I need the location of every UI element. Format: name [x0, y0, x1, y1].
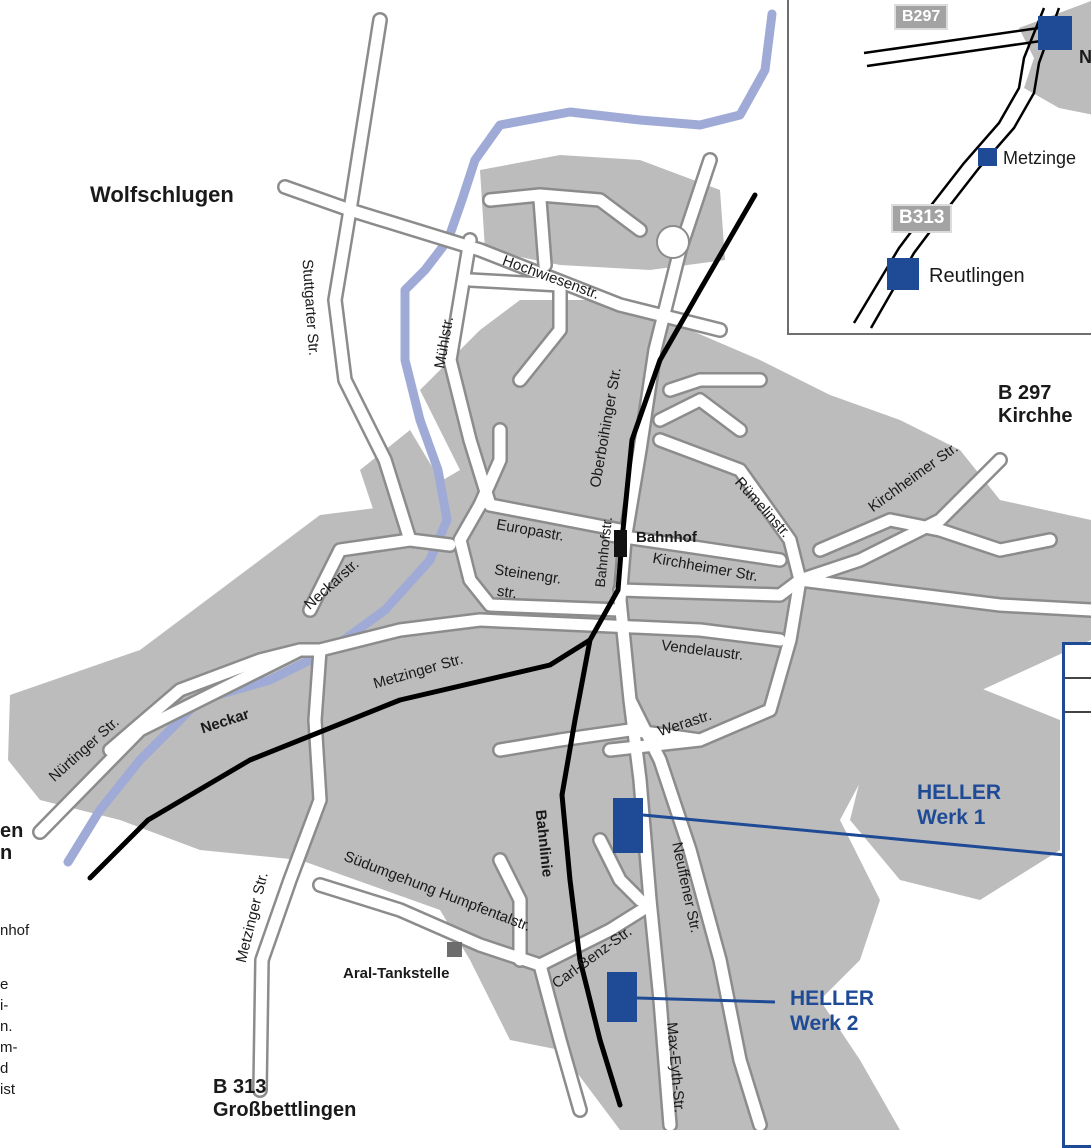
- railway-branch-south: [559, 637, 623, 1108]
- inset-metzingen-marker: [978, 148, 997, 166]
- inset-b297-badge: B297: [894, 4, 949, 30]
- inset-b313-badge: B313: [891, 204, 953, 233]
- inset-city-n: N: [1079, 47, 1091, 67]
- urban-area-east: [850, 680, 1060, 900]
- heller-werk2-marker: [607, 972, 637, 1022]
- inset-b297-road-b: [866, 39, 1042, 68]
- inset-reutlingen-marker: [887, 258, 919, 290]
- road-label-b313-destination: Großbettlingen: [213, 1099, 357, 1121]
- road-label-b297: B 297 Kirchhe: [998, 382, 1072, 428]
- cut-text-9: ist: [0, 1081, 15, 1098]
- inset-metzingen-label: Metzinge: [1003, 148, 1077, 168]
- heller-werk2-pointer: [636, 996, 776, 1004]
- legend-divider-2: [1065, 711, 1091, 713]
- roundabout: [656, 225, 690, 259]
- station-label: Bahnhof: [636, 529, 697, 546]
- heller-werk1-plant: Werk 1: [917, 806, 986, 830]
- station-marker: [614, 530, 627, 557]
- cut-text-6: n.: [0, 1018, 13, 1035]
- street-label-steinengr-2: str.: [495, 582, 519, 603]
- inset-nuertingen-marker: [1038, 16, 1072, 50]
- road-label-b313-number: B 313: [213, 1076, 267, 1098]
- inset-b313-road-a: [852, 7, 1046, 324]
- road-label-b297-destination: Kirchhe: [998, 405, 1073, 427]
- town-label-wolfschlugen: Wolfschlugen: [90, 182, 234, 207]
- cut-text-7: m-: [0, 1039, 18, 1056]
- heller-werk1-pointer: [642, 813, 1066, 857]
- road-label-b297-number: B 297: [998, 382, 1052, 404]
- aral-label: Aral-Tankstelle: [343, 965, 450, 982]
- cut-text-1: en: [0, 820, 24, 842]
- heller-werk2-name: HELLER: [790, 987, 874, 1010]
- urban-area-main: [8, 300, 1091, 1130]
- overview-map: [852, 1, 1091, 329]
- river-neckar: [63, 9, 777, 867]
- legend-box: [1062, 642, 1091, 1148]
- inset-reutlingen-label: Reutlingen: [929, 265, 1025, 287]
- roads: [32, 12, 1091, 1130]
- aral-marker: [447, 942, 462, 957]
- road-label-b313: B 313 Großbettlingen: [213, 1076, 356, 1122]
- cut-text-8: d: [0, 1060, 9, 1077]
- legend-divider-1: [1065, 677, 1091, 679]
- heller-werk1-name: HELLER: [917, 781, 1001, 804]
- cut-text-4: e: [0, 976, 9, 993]
- overview-inset: B297 B313 N Metzinge Reutlingen: [787, 0, 1091, 335]
- cut-text-3: nhof: [0, 922, 30, 939]
- cut-text-5: i-: [0, 997, 9, 1014]
- inset-b297-road-a: [863, 26, 1040, 55]
- heller-werk1-label: HELLER Werk 1: [917, 780, 1001, 830]
- railway-line: [87, 192, 758, 881]
- heller-werk2-label: HELLER Werk 2: [790, 986, 874, 1036]
- cut-text-2: n: [0, 842, 13, 864]
- heller-werk2-plant: Werk 2: [790, 1012, 859, 1036]
- heller-werk1-marker: [613, 798, 643, 853]
